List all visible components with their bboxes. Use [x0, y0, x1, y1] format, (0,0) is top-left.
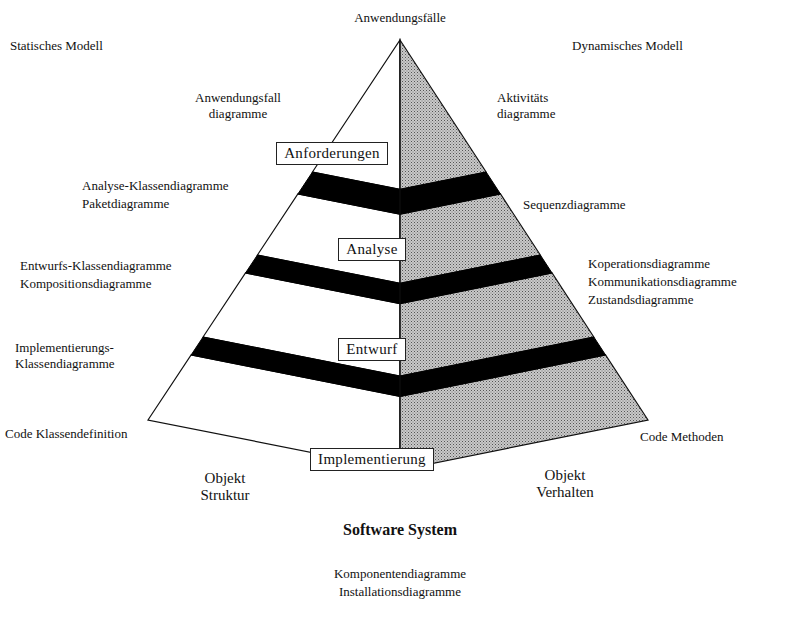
diagram-label: Aktivitäts diagramme	[497, 90, 577, 122]
layer-band	[245, 255, 552, 304]
diagram-label: Kommunikationsdiagramme	[588, 274, 737, 290]
diagram-label: Kompositionsdiagramme	[20, 276, 151, 292]
phase-box: Implementierung	[310, 448, 434, 471]
diagram-label: Analyse-Klassendiagramme	[82, 178, 229, 194]
diagram-label: Code Methoden	[640, 429, 723, 445]
static-face	[312, 40, 400, 189]
diagram-label: Code Klassendefinition	[5, 426, 127, 442]
diagram-label: Zustandsdiagramme	[588, 292, 693, 308]
layer-band	[298, 172, 501, 214]
diagram-label: Objekt Verhalten	[525, 467, 605, 501]
phase-name: Analyse	[346, 241, 398, 258]
diagram-label: Paketdiagramme	[82, 196, 169, 212]
diagram-label: Dynamisches Modell	[572, 38, 683, 54]
dynamic-face	[400, 40, 486, 189]
diagram-label: Koperationsdiagramme	[588, 256, 710, 272]
diagram-label: Anwendungsfall diagramme	[183, 90, 293, 122]
diagram-label: Objekt Struktur	[190, 470, 260, 504]
phase-name: Anforderungen	[284, 145, 380, 162]
phase-box: Anforderungen	[276, 142, 388, 165]
diagram-label: Installationsdiagramme	[290, 584, 510, 600]
phase-name: Implementierung	[318, 451, 426, 468]
diagram-label: Entwurfs-Klassendiagramme	[20, 258, 172, 274]
diagram-label: Statisches Modell	[10, 38, 103, 54]
diagram-label: Komponentendiagramme	[290, 566, 510, 582]
diagram-label: Software System	[300, 521, 500, 539]
diagram-label: Implementierungs- Klassendiagramme	[15, 340, 140, 372]
layer-band	[191, 337, 605, 396]
diagram-label: Sequenzdiagramme	[523, 197, 626, 213]
pyramid	[148, 40, 648, 470]
diagram-label: Anwendungsfälle	[345, 10, 455, 26]
phase-box: Analyse	[338, 238, 406, 261]
phase-name: Entwurf	[346, 341, 398, 358]
phase-box: Entwurf	[338, 338, 406, 361]
